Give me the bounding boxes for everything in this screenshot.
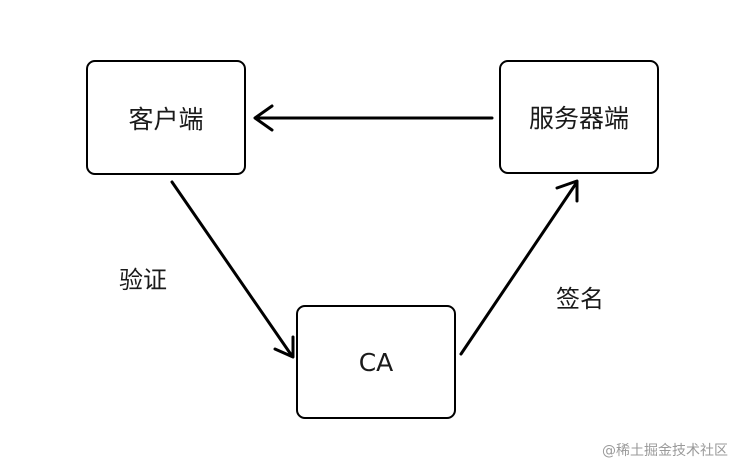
arrow-client-to-ca (170, 180, 295, 359)
edge-label-sign: 签名 (556, 285, 604, 313)
node-ca: CA (296, 305, 456, 419)
edge-label-verify: 验证 (119, 266, 167, 294)
node-ca-label: CA (358, 347, 394, 377)
node-server: 服务器端 (499, 60, 659, 174)
node-client-label: 客户端 (128, 104, 204, 134)
arrow-server-to-client (253, 104, 494, 132)
node-client: 客户端 (86, 60, 246, 175)
watermark: @稀土掘金技术社区 (602, 443, 728, 459)
node-server-label: 服务器端 (528, 104, 629, 133)
arrow-ca-to-server (459, 179, 579, 356)
